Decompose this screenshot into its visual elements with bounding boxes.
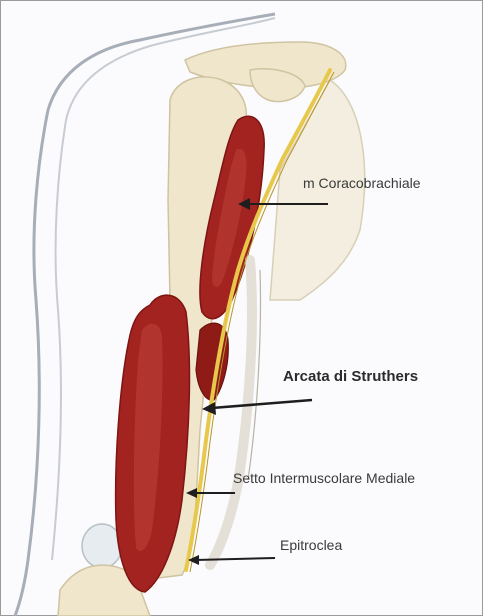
label-medial-epicondyle: Epitroclea (280, 537, 342, 553)
label-medial-intermuscular-septum: Setto Intermuscolare Mediale (233, 470, 415, 486)
label-struthers-arcade: Arcata di Struthers (283, 368, 418, 385)
label-coracobrachialis: m Coracobrachiale (303, 175, 421, 191)
arrow-epicondyle (188, 555, 275, 565)
